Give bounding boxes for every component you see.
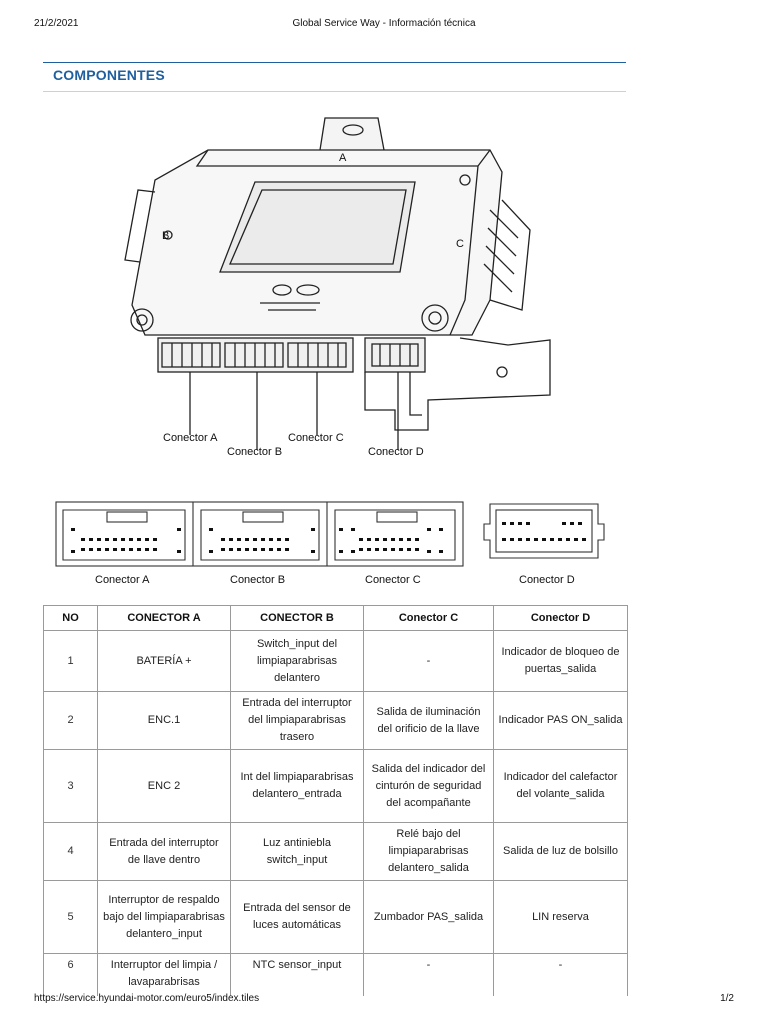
cell-no: 4 [43, 822, 98, 881]
cell-connector-b: Switch_input del limpiaparabrisas delant… [230, 630, 364, 692]
callout-connector-a: Conector A [163, 432, 218, 444]
cell-connector-d: Indicador PAS ON_salida [493, 691, 628, 750]
cell-connector-d: - [493, 953, 628, 996]
connector-face-drawing [55, 501, 464, 567]
cell-connector-b: Luz antiniebla switch_input [230, 822, 364, 881]
section-rule-bottom [43, 91, 626, 92]
cell-connector-a: Entrada del interruptor de llave dentro [97, 822, 231, 881]
header-connector-c: Conector C [363, 605, 494, 631]
cell-connector-b: Entrada del interruptor del limpiaparabr… [230, 691, 364, 750]
cell-connector-d: LIN reserva [493, 880, 628, 954]
cell-no: 3 [43, 749, 98, 823]
cell-connector-a: Interruptor de respaldo bajo del limpiap… [97, 880, 231, 954]
connector-d-drawing [483, 503, 605, 559]
table-row: 6 Interruptor del limpia / lavaparabrisa… [43, 953, 628, 996]
module-face-label-c: C [456, 238, 464, 250]
callout-connector-d: Conector D [368, 446, 424, 458]
cell-connector-d: Indicador de bloqueo de puertas_salida [493, 630, 628, 692]
table-row: 1 BATERÍA + Switch_input del limpiaparab… [43, 630, 628, 692]
cell-connector-a: BATERÍA + [97, 630, 231, 692]
strip-label-connector-a: Conector A [95, 574, 150, 586]
cell-no: 5 [43, 880, 98, 954]
cell-connector-a: Interruptor del limpia / lavaparabrisas [97, 953, 231, 996]
section-rule-top [43, 62, 626, 63]
strip-label-connector-c: Conector C [365, 574, 421, 586]
cell-connector-b: Entrada del sensor de luces automáticas [230, 880, 364, 954]
print-footer-url: https://service.hyundai-motor.com/euro5/… [34, 993, 260, 1004]
connector-d-face [482, 500, 607, 562]
cell-connector-c: Zumbador PAS_salida [363, 880, 494, 954]
header-connector-b: CONECTOR B [230, 605, 364, 631]
print-date: 21/2/2021 [34, 18, 79, 29]
cell-no: 1 [43, 630, 98, 692]
callout-connector-c: Conector C [288, 432, 344, 444]
cell-connector-c: - [363, 953, 494, 996]
cell-connector-c: Salida de iluminación del orificio de la… [363, 691, 494, 750]
module-face-label-a: A [339, 152, 347, 164]
print-page-number: 1/2 [720, 993, 734, 1004]
table-row: 5 Interruptor de respaldo bajo del limpi… [43, 880, 628, 954]
strip-label-connector-d: Conector D [519, 574, 575, 586]
cell-no: 2 [43, 691, 98, 750]
pinout-table: NO CONECTOR A CONECTOR B Conector C Cone… [43, 605, 628, 996]
module-illustration: A B C Conector A Conector B Conector C C… [110, 110, 560, 470]
cell-connector-c: Salida del indicador del cinturón de seg… [363, 749, 494, 823]
cell-connector-a: ENC 2 [97, 749, 231, 823]
print-header-title: Global Service Way - Información técnica [292, 18, 476, 29]
cell-connector-c: - [363, 630, 494, 692]
cell-connector-c: Relé bajo del limpiaparabrisas delantero… [363, 822, 494, 881]
cell-connector-b: NTC sensor_input [230, 953, 364, 996]
callout-connector-b: Conector B [227, 446, 283, 458]
connector-face-strip [55, 498, 465, 570]
table-row: 4 Entrada del interruptor de llave dentr… [43, 822, 628, 881]
header-connector-a: CONECTOR A [97, 605, 231, 631]
module-face-label-b: B [162, 230, 170, 242]
table-row: 3 ENC 2 Int del limpiaparabrisas delante… [43, 749, 628, 823]
cell-connector-a: ENC.1 [97, 691, 231, 750]
cell-connector-d: Indicador del calefactor del volante_sal… [493, 749, 628, 823]
header-no: NO [43, 605, 98, 631]
cell-connector-b: Int del limpiaparabrisas delantero_entra… [230, 749, 364, 823]
table-header-row: NO CONECTOR A CONECTOR B Conector C Cone… [43, 605, 628, 631]
cell-no: 6 [43, 953, 98, 996]
cell-connector-d: Salida de luz de bolsillo [493, 822, 628, 881]
module-drawing [124, 117, 551, 450]
table-row: 2 ENC.1 Entrada del interruptor del limp… [43, 691, 628, 750]
section-title: COMPONENTES [53, 67, 165, 83]
header-connector-d: Conector D [493, 605, 628, 631]
strip-label-connector-b: Conector B [230, 574, 286, 586]
